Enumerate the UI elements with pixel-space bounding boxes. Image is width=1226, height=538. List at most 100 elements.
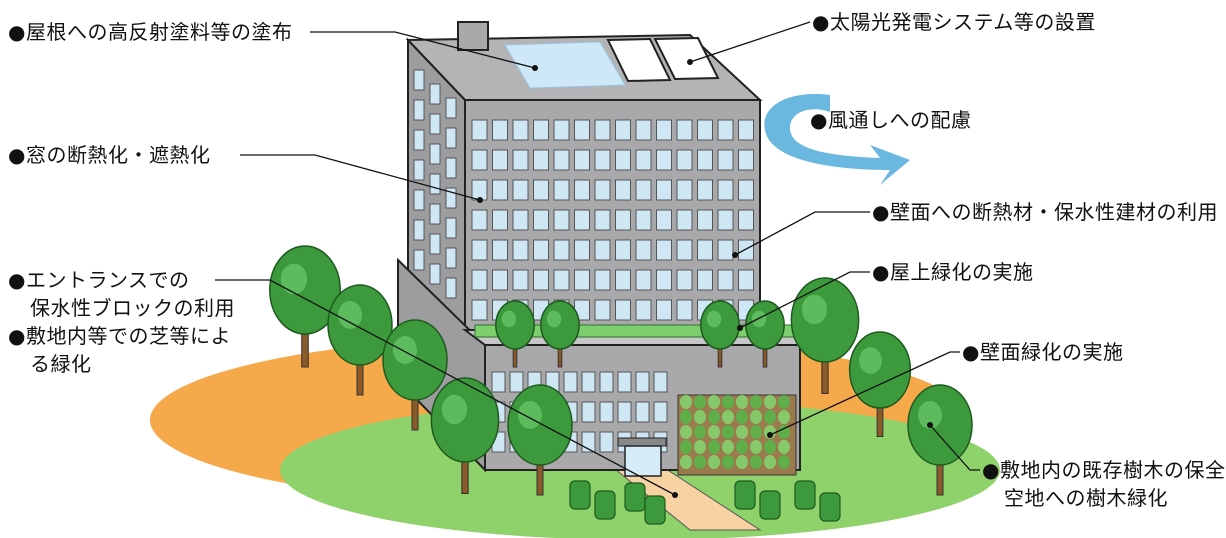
window — [717, 179, 734, 201]
window — [574, 179, 590, 201]
window — [594, 299, 611, 321]
tree — [790, 277, 860, 394]
annex-window — [617, 371, 632, 393]
window — [676, 119, 693, 141]
annex-window — [581, 371, 596, 393]
wall-leaf — [778, 455, 790, 469]
window — [594, 269, 611, 291]
tree — [430, 377, 500, 494]
leader-wall-insulation — [734, 211, 870, 256]
side-window — [429, 263, 441, 285]
side-window — [413, 159, 425, 181]
leader-lines — [215, 21, 980, 496]
side-window — [445, 97, 457, 119]
window — [553, 149, 570, 171]
side-window — [413, 189, 425, 211]
window — [656, 299, 672, 321]
window — [615, 209, 631, 231]
window — [635, 149, 652, 171]
leader-dots — [477, 59, 933, 498]
window — [615, 269, 631, 291]
side-window — [413, 249, 425, 271]
window — [492, 239, 508, 261]
wall-leaf — [778, 395, 790, 409]
tree — [848, 331, 912, 437]
side-window — [445, 157, 457, 179]
label-window: ●窓の断熱化・遮熱化 — [8, 143, 211, 167]
window — [615, 299, 631, 321]
annex-window — [509, 371, 524, 393]
label-rooftop-green: ●屋上緑化の実施 — [872, 260, 1034, 284]
window — [717, 209, 734, 231]
window — [574, 209, 590, 231]
wall-leaf — [722, 395, 734, 409]
roof-reflective-coating — [504, 41, 626, 89]
window — [594, 119, 611, 141]
tree — [327, 284, 393, 396]
wall-leaf — [680, 395, 692, 409]
wall-leaf — [750, 440, 762, 454]
window — [553, 209, 570, 231]
window — [738, 209, 754, 231]
window — [656, 179, 672, 201]
tree — [540, 300, 580, 368]
side-window — [429, 113, 441, 135]
window — [697, 209, 713, 231]
wall-leaf — [722, 440, 734, 454]
wall-leaf — [694, 425, 706, 439]
leader-rooftop-green — [739, 271, 870, 329]
ventilation-arrow — [764, 94, 910, 185]
wall-leaf — [736, 440, 748, 454]
side-window — [429, 83, 441, 105]
wall-leaf — [736, 455, 748, 469]
tree — [269, 245, 341, 368]
annex-window — [635, 401, 650, 423]
wall-leaf — [708, 440, 720, 454]
window — [615, 179, 631, 201]
label-wall-green: ●壁面緑化の実施 — [962, 340, 1124, 364]
window — [594, 179, 611, 201]
wall-leaf — [722, 455, 734, 469]
leader-trees — [929, 424, 980, 471]
wall-leaf — [736, 425, 748, 439]
side-window — [429, 143, 441, 165]
annex-window — [491, 371, 506, 393]
label-roof-coating: ●屋根への高反射塗料等の塗布 — [8, 20, 293, 44]
label-entrance-2: 保水性ブロックの利用 — [30, 296, 235, 320]
annex-window — [599, 401, 614, 423]
window — [512, 269, 529, 291]
wall-leaf — [694, 455, 706, 469]
window — [471, 239, 488, 261]
annex-window — [563, 371, 578, 393]
window — [471, 179, 488, 201]
leader-roof-coating — [310, 31, 536, 69]
shrub — [644, 495, 666, 525]
window — [676, 269, 693, 291]
shrub — [569, 480, 591, 510]
side-window — [445, 277, 457, 299]
wall-leaf — [694, 410, 706, 424]
shrub — [819, 492, 841, 522]
window — [471, 149, 488, 171]
window — [676, 149, 693, 171]
window — [512, 119, 529, 141]
side-window — [413, 99, 425, 121]
window — [635, 239, 652, 261]
wall-leaf — [764, 455, 776, 469]
shrub — [594, 490, 616, 520]
wall-leaf — [750, 425, 762, 439]
wall-leaf — [764, 395, 776, 409]
wall-leaf — [764, 440, 776, 454]
window — [656, 239, 672, 261]
window — [471, 299, 488, 321]
solar-panel-1 — [606, 37, 672, 83]
trees — [269, 245, 973, 525]
wall-leaf — [708, 410, 720, 424]
side-window — [445, 187, 457, 209]
window — [594, 209, 611, 231]
side-window — [413, 219, 425, 241]
wall-leaf — [722, 425, 734, 439]
wall-leaf — [694, 440, 706, 454]
